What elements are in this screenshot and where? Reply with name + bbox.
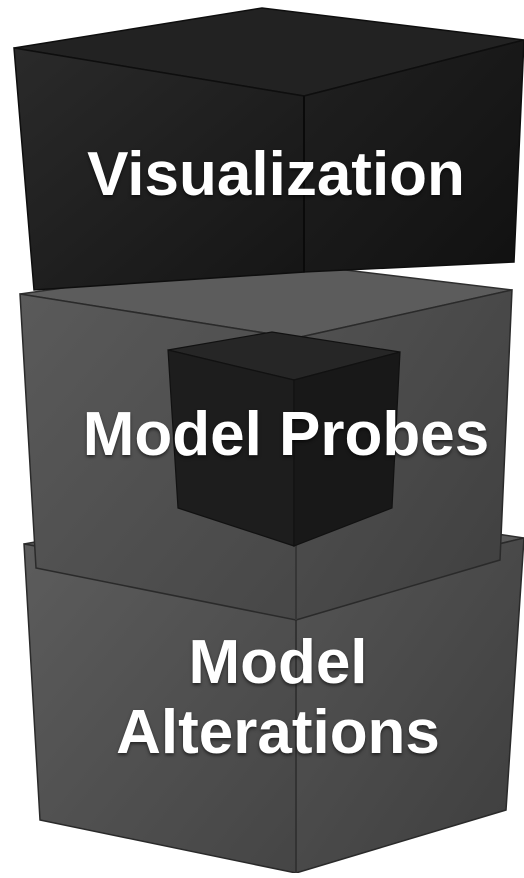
middle-block <box>19 259 513 622</box>
inner-cube-right-face <box>293 351 401 547</box>
top-block <box>13 7 524 291</box>
inner-cube <box>167 331 401 547</box>
